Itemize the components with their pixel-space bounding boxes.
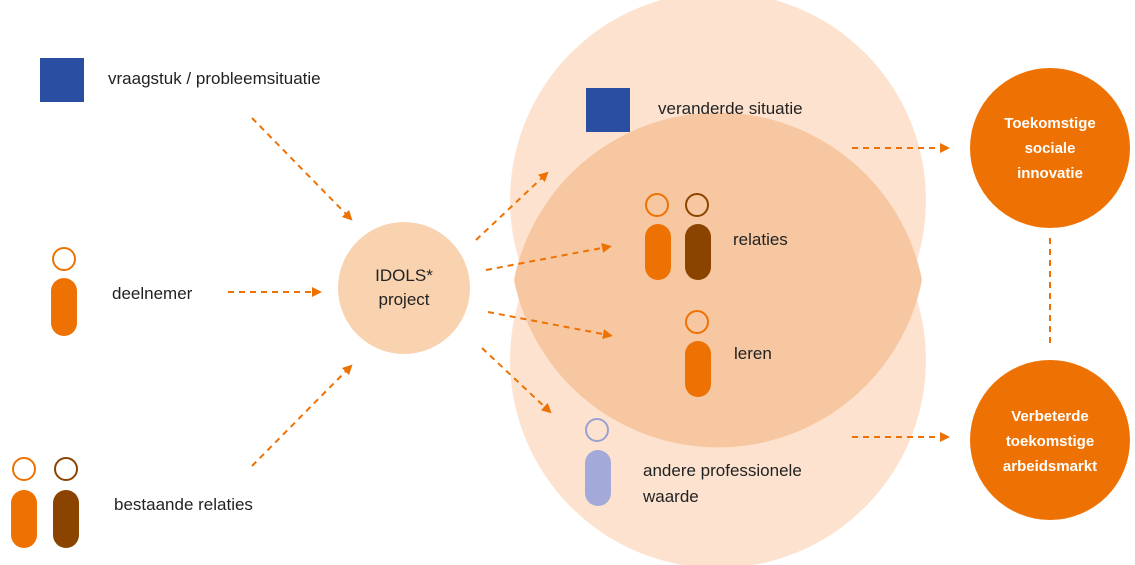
existing-relations-label: bestaande relaties [114, 495, 253, 514]
project-node [338, 222, 470, 354]
project-line-1: IDOLS* [375, 266, 433, 285]
labour-market-line-2: toekomstige [1005, 433, 1095, 450]
changed-situation-label: veranderde situatie [658, 99, 803, 118]
changed-situation-square-icon [586, 88, 630, 132]
relations-partner-icon [685, 193, 711, 280]
problem-label: vraagstuk / probleemsituatie [108, 69, 321, 88]
labour-market-node [970, 360, 1130, 520]
project-line-2: project [378, 290, 430, 309]
problem-square-icon [40, 58, 84, 102]
labour-market-text: Verbeterde toekomstige arbeidsmarkt [975, 404, 1125, 479]
learning-label: leren [734, 344, 772, 363]
social-innovation-line-2: sociale [1024, 140, 1076, 157]
existing-relations-person-icon [11, 457, 37, 548]
labour-market-line-1: Verbeterde [1011, 408, 1089, 425]
social-innovation-text: Toekomstige sociale innovatie [975, 111, 1125, 186]
relations-person-icon [645, 193, 671, 280]
other-value-label: andere professionele waarde [643, 458, 802, 510]
arrow-relations-to-project [251, 364, 353, 467]
other-value-person-icon [585, 418, 611, 506]
social-innovation-node [970, 68, 1130, 228]
project-title: IDOLS* project [338, 264, 470, 312]
learning-person-icon [685, 310, 711, 397]
other-value-line-2: waarde [643, 487, 699, 506]
participant-label: deelnemer [112, 284, 193, 303]
existing-relations-partner-icon [53, 457, 79, 548]
arrow-project-to-relations [485, 243, 612, 271]
arrow-problem-to-project [251, 117, 353, 221]
arrow-project-to-learning [487, 311, 613, 339]
participant-person-icon [51, 247, 77, 336]
overlap-lens [514, 112, 922, 448]
relations-label: relaties [733, 230, 788, 249]
labour-market-line-3: arbeidsmarkt [1002, 458, 1098, 475]
arrow-project-to-situation [475, 171, 549, 241]
other-value-line-1: andere professionele [643, 461, 802, 480]
arrow-project-to-other-value [481, 347, 552, 414]
social-innovation-line-3: innovatie [1017, 165, 1083, 182]
social-innovation-line-1: Toekomstige [1004, 115, 1096, 132]
